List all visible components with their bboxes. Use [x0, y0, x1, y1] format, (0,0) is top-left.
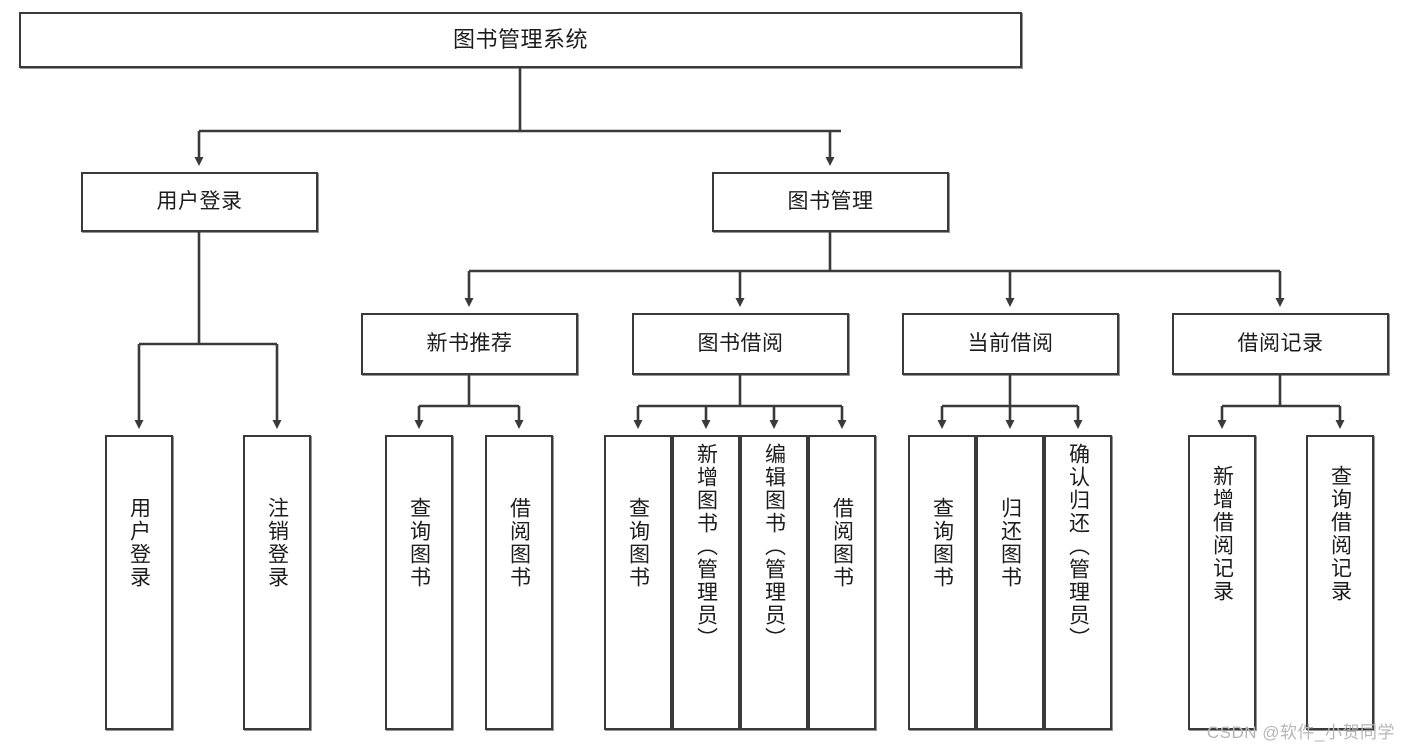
node-label: 新增图书（管理员）	[694, 443, 718, 650]
node-current-borrow[interactable]: 当前借阅	[902, 313, 1119, 375]
node-label: 查询图书	[407, 497, 431, 589]
node-label: 图书管理	[787, 189, 874, 213]
node-label: 新增借阅记录	[1210, 465, 1234, 603]
node-borrow-record[interactable]: 借阅记录	[1172, 313, 1389, 375]
node-label: 图书借阅	[697, 331, 784, 355]
leaf-user-login[interactable]: 用户登录	[105, 435, 173, 730]
leaf-query-book-borrow[interactable]: 查询图书	[604, 435, 672, 730]
leaf-return-book[interactable]: 归还图书	[976, 435, 1044, 730]
node-label: 查询图书	[930, 497, 954, 589]
node-label: 注销登录	[265, 497, 289, 589]
node-label: 新书推荐	[426, 331, 513, 355]
node-label: 查询借阅记录	[1328, 465, 1352, 603]
node-book-borrow[interactable]: 图书借阅	[632, 313, 849, 375]
node-label: 借阅记录	[1237, 331, 1324, 355]
node-new-book-recommend[interactable]: 新书推荐	[361, 313, 578, 375]
node-book-management[interactable]: 图书管理	[712, 172, 949, 232]
node-label: 用户登录	[127, 497, 151, 589]
leaf-query-borrow-record[interactable]: 查询借阅记录	[1306, 435, 1374, 730]
leaf-edit-book-admin[interactable]: 编辑图书（管理员）	[740, 435, 808, 730]
node-label: 借阅图书	[507, 497, 531, 589]
node-root-system[interactable]: 图书管理系统	[19, 12, 1022, 68]
watermark-text: CSDN @软件_小贺同学	[1206, 723, 1395, 742]
node-label: 编辑图书（管理员）	[762, 443, 786, 650]
leaf-query-book-current[interactable]: 查询图书	[908, 435, 976, 730]
node-user-login[interactable]: 用户登录	[81, 172, 318, 232]
leaf-borrow-book-borrow[interactable]: 借阅图书	[808, 435, 876, 730]
leaf-add-borrow-record[interactable]: 新增借阅记录	[1188, 435, 1256, 730]
node-label: 当前借阅	[967, 331, 1054, 355]
node-label: 确认归还（管理员）	[1066, 443, 1090, 650]
node-label: 查询图书	[626, 497, 650, 589]
node-label: 归还图书	[998, 497, 1022, 589]
leaf-confirm-return-admin[interactable]: 确认归还（管理员）	[1044, 435, 1112, 730]
leaf-logout-login[interactable]: 注销登录	[243, 435, 311, 730]
node-label: 用户登录	[156, 189, 243, 213]
leaf-borrow-book-recommend[interactable]: 借阅图书	[485, 435, 553, 730]
node-label: 借阅图书	[830, 497, 854, 589]
node-label: 图书管理系统	[452, 27, 588, 53]
leaf-query-book-recommend[interactable]: 查询图书	[385, 435, 453, 730]
leaf-add-book-admin[interactable]: 新增图书（管理员）	[672, 435, 740, 730]
